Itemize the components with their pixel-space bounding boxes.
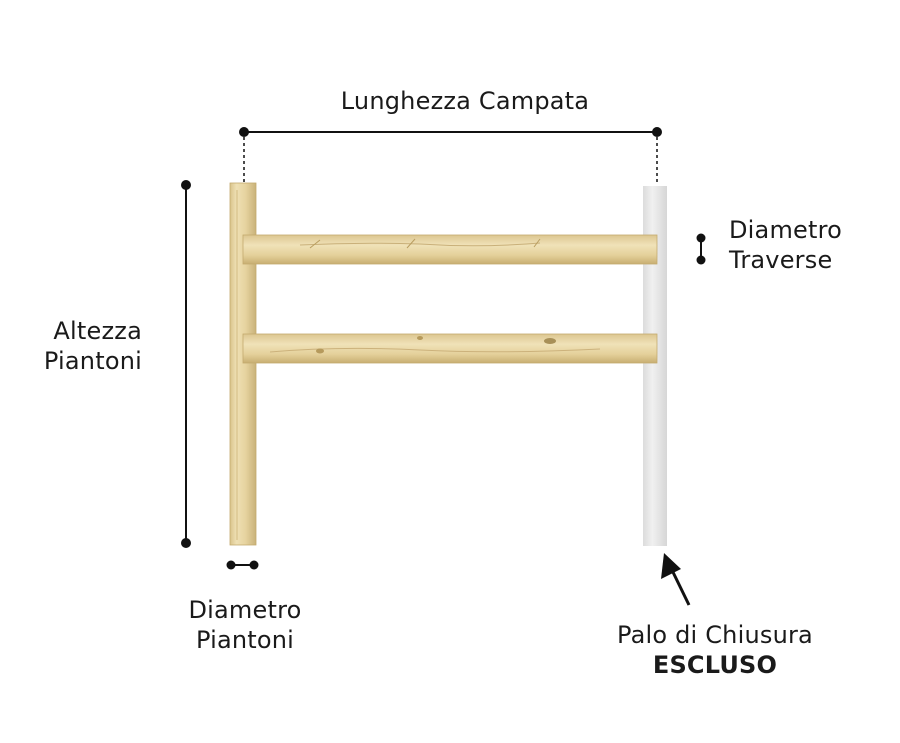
upper-rail xyxy=(242,234,658,265)
rail-diameter-label-line2: Traverse xyxy=(729,246,833,274)
post-height-label-line1: Altezza xyxy=(53,317,142,345)
post-height-label: Altezza Piantoni xyxy=(10,316,142,376)
post-height-dimension xyxy=(181,180,191,548)
span-length-label: Lunghezza Campata xyxy=(340,87,590,115)
post-diameter-label: Diametro Piantoni xyxy=(160,595,330,655)
post-diameter-label-line2: Piantoni xyxy=(195,626,295,654)
lower-rail xyxy=(242,333,658,364)
closing-post-label: Palo di Chiusura ESCLUSO xyxy=(590,620,840,680)
arrow-icon xyxy=(661,553,691,606)
post-diameter-label-line1: Diametro xyxy=(188,596,302,624)
rail-diameter-dimension xyxy=(696,233,706,265)
span-length-dimension xyxy=(239,127,662,182)
closing-post-label-line1: Palo di Chiusura xyxy=(617,621,813,649)
post-height-label-line2: Piantoni xyxy=(43,347,142,375)
rail-diameter-label-line1: Diametro xyxy=(729,216,843,244)
excluded-badge: ESCLUSO xyxy=(652,651,778,679)
rail-diameter-label: Diametro Traverse xyxy=(729,215,889,275)
post-diameter-dimension xyxy=(226,560,259,570)
